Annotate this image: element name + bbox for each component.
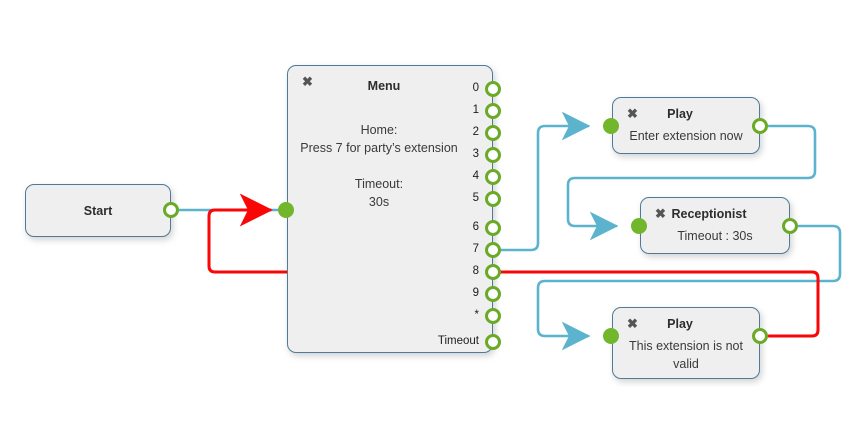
node-receptionist-title: Receptionist [671, 207, 747, 221]
port-start-out[interactable] [163, 202, 179, 218]
port-play2-out[interactable] [752, 328, 768, 344]
node-play1-body: Enter extension now [629, 129, 743, 143]
close-icon[interactable]: ✖ [655, 206, 666, 221]
port-menu-out-9[interactable] [485, 286, 501, 302]
node-play2-body-line1: This extension is not [629, 339, 743, 353]
port-play2-in[interactable] [603, 328, 619, 344]
port-receptionist-in[interactable] [631, 218, 647, 234]
node-start[interactable]: Start [25, 184, 171, 237]
port-menu-out-3[interactable] [485, 147, 501, 163]
close-icon[interactable]: ✖ [302, 74, 313, 89]
node-menu-line4: 30s [368, 195, 390, 209]
edge-menu7-to-play1 [499, 111, 591, 252]
port-menu-out-star[interactable] [485, 308, 501, 324]
node-receptionist-body: Timeout : 30s [677, 229, 753, 243]
port-label-5: 5 [472, 192, 479, 204]
edge-play1-to-receptionist [566, 124, 817, 241]
port-label-3: 3 [472, 148, 479, 160]
port-label-star: * [474, 309, 479, 321]
port-menu-out-8[interactable] [485, 264, 501, 280]
port-play1-out[interactable] [752, 118, 768, 134]
node-play-not-valid[interactable]: ✖ Play This extension is not valid [612, 307, 760, 379]
port-play1-in[interactable] [603, 118, 619, 134]
node-menu-line1: Home: [360, 123, 398, 137]
node-play2-body-line2: valid [673, 357, 699, 371]
close-icon[interactable]: ✖ [627, 106, 638, 121]
port-label-1: 1 [472, 104, 479, 116]
port-menu-out-0[interactable] [485, 81, 501, 97]
node-menu[interactable]: ✖ Menu Home: Press 7 for party’s extensi… [287, 65, 493, 353]
port-menu-out-timeout[interactable] [485, 334, 501, 350]
node-menu-body: Home: Press 7 for party’s extension Time… [292, 121, 466, 211]
port-receptionist-out[interactable] [782, 218, 798, 234]
node-play2-title: Play [667, 317, 693, 331]
port-menu-out-6[interactable] [485, 220, 501, 236]
port-menu-out-5[interactable] [485, 191, 501, 207]
port-label-0: 0 [472, 82, 479, 94]
close-icon[interactable]: ✖ [627, 316, 638, 331]
edge-receptionist-to-play2 [536, 224, 842, 351]
node-play-enter-extension[interactable]: ✖ Play Enter extension now [612, 97, 760, 154]
node-menu-title: Menu [367, 79, 401, 93]
port-label-6: 6 [472, 221, 479, 233]
port-menu-out-2[interactable] [485, 125, 501, 141]
port-menu-out-4[interactable] [485, 169, 501, 185]
node-start-title: Start [83, 204, 113, 218]
port-menu-out-7[interactable] [485, 242, 501, 258]
port-label-4: 4 [472, 170, 479, 182]
port-label-9: 9 [472, 287, 479, 299]
port-label-7: 7 [472, 243, 479, 255]
node-receptionist[interactable]: ✖ Receptionist Timeout : 30s [640, 197, 790, 254]
node-play2-body: This extension is not valid [621, 337, 751, 373]
port-label-2: 2 [472, 126, 479, 138]
node-play1-title: Play [667, 107, 693, 121]
node-menu-line2: Press 7 for party’s extension [300, 141, 458, 155]
port-label-8: 8 [472, 265, 479, 277]
node-menu-line3: Timeout: [354, 177, 404, 191]
port-menu-in[interactable] [278, 202, 294, 218]
edge-play2-to-menu-highlighted [207, 193, 820, 338]
port-menu-out-1[interactable] [485, 103, 501, 119]
port-label-timeout: Timeout [437, 335, 479, 347]
